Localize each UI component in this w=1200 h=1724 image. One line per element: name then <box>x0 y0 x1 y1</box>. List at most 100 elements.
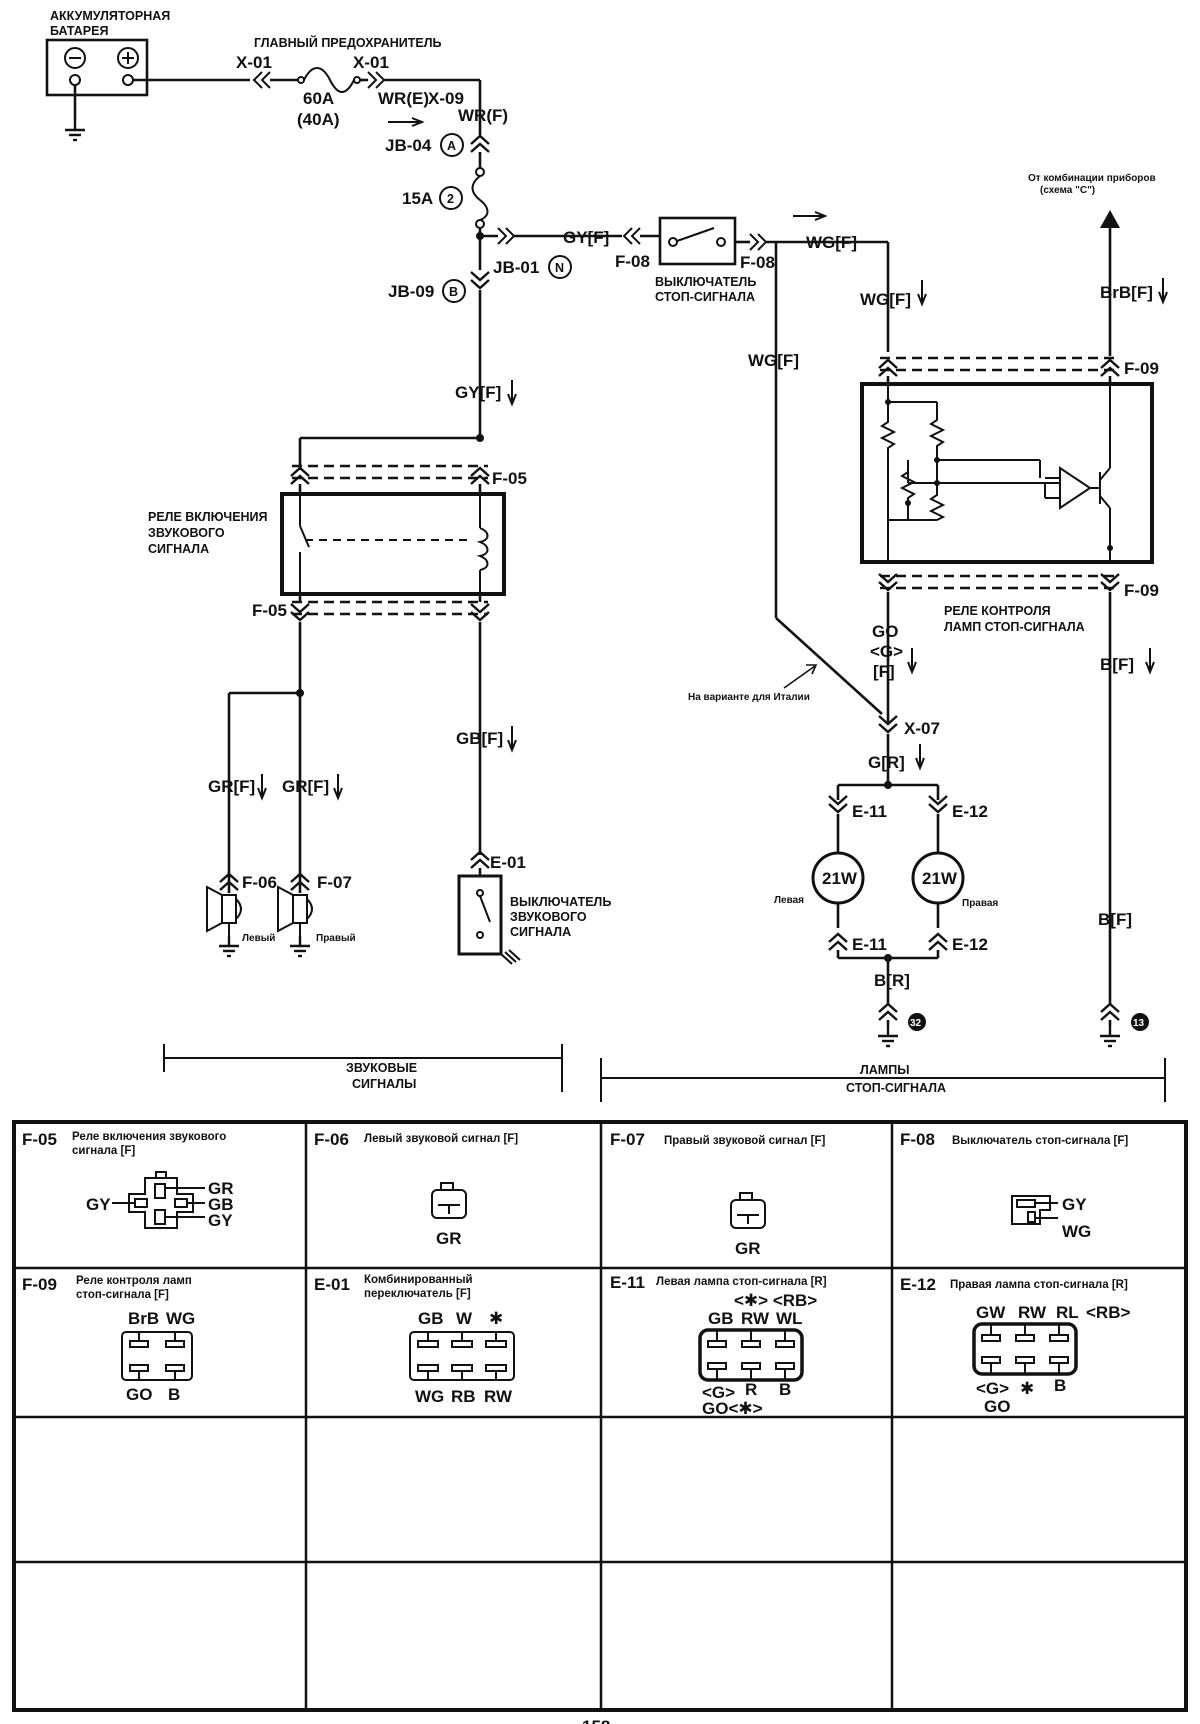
jb04-circle-label: A <box>447 139 456 153</box>
stop-switch-label-2: СТОП-СИГНАЛА <box>655 290 755 304</box>
wire-gy-f-top-label: GY[F] <box>563 228 609 247</box>
horn-left-label: Левый <box>242 933 275 944</box>
connector-f05-title-2: сигнала [F] <box>72 1145 135 1157</box>
connector-e01-pin-gb: GB <box>418 1309 444 1328</box>
left-stop-lamp-icon: 21W <box>811 851 865 905</box>
x01-right-label: X-01 <box>353 53 389 72</box>
jb01-circle-label: N <box>555 261 564 275</box>
connector-e11-pin-rw: RW <box>741 1309 770 1328</box>
connector-e11-pin-gb: GB <box>708 1309 734 1328</box>
connector-f06-pin-gr: GR <box>436 1229 462 1248</box>
connector-e12-pin-g: <G> <box>976 1379 1009 1398</box>
wire-wg-f-top-label: WG[F] <box>806 233 857 252</box>
e11-top-label: E-11 <box>852 802 887 821</box>
connector-e11-pin-r: R <box>745 1380 757 1399</box>
battery-label-2: БАТАРЕЯ <box>50 24 108 38</box>
lamps-ground-icon <box>876 1024 900 1048</box>
connector-e12-title: Правая лампа стоп-сигнала [R] <box>950 1279 1128 1291</box>
connector-f09-code: F-09 <box>22 1275 57 1294</box>
f05-bottom-label: F-05 <box>252 601 287 620</box>
wire-brb-f-label: BrB[F] <box>1100 283 1153 302</box>
fuse-60a-label: 60A <box>303 89 334 108</box>
e12-top-label: E-12 <box>952 802 988 821</box>
connector-e11-pin-g: <G> <box>702 1383 735 1402</box>
jb01-label: JB-01 <box>493 258 539 277</box>
battery-ground-icon <box>63 118 87 142</box>
current-arrow-right-icon-2 <box>793 211 828 221</box>
horn-relay-label-3: СИГНАЛА <box>148 542 209 556</box>
connector-e01-pin-w: W <box>456 1309 473 1328</box>
connector-cell-e01: E-01 Комбинированный переключатель [F] G… <box>314 1274 515 1406</box>
f06-label: F-06 <box>242 873 277 892</box>
connector-f05-title-1: Реле включения звукового <box>72 1131 226 1143</box>
horn-switch-label-3: СИГНАЛА <box>510 925 571 939</box>
connector-f07-code: F-07 <box>610 1130 645 1149</box>
e11-bottom-label: E-11 <box>852 935 887 954</box>
lamp-left-label: 21W <box>822 869 858 888</box>
connector-e11-pin-b: B <box>779 1380 791 1399</box>
stop-relay-label-1: РЕЛЕ КОНТРОЛЯ <box>944 604 1051 618</box>
connector-f09-pin-b: B <box>168 1385 180 1404</box>
connector-e11-title: Левая лампа стоп-сигнала [R] <box>656 1276 827 1288</box>
horn-right-label: Правый <box>316 933 356 944</box>
f-label: [F] <box>873 662 895 681</box>
wire-g-r-label: G[R] <box>868 753 905 772</box>
f08-right-label: F-08 <box>740 253 775 272</box>
battery-label-1: АККУМУЛЯТОРНАЯ <box>50 9 170 23</box>
lamp-right-label: 21W <box>922 869 958 888</box>
from-cluster-label-1: От комбинации приборов <box>1028 172 1156 184</box>
connector-f05-pin-gy-left: GY <box>86 1195 111 1214</box>
stop-relay-label-2: ЛАМП СТОП-СИГНАЛА <box>944 620 1085 634</box>
connector-e11-code: E-11 <box>610 1273 645 1292</box>
wire-b-f-lower-label: B[F] <box>1098 910 1132 929</box>
cluster-up-arrow-icon <box>1100 210 1120 228</box>
connector-f09-pin-wg: WG <box>166 1309 195 1328</box>
main-fuse-label: ГЛАВНЫЙ ПРЕДОХРАНИТЕЛЬ <box>254 35 441 50</box>
section-stop-label-1: ЛАМПЫ <box>860 1063 909 1077</box>
current-arrow-right-icon <box>388 117 425 127</box>
connector-f07-title: Правый звуковой сигнал [F] <box>664 1135 826 1147</box>
connector-f09-title-1: Реле контроля ламп <box>76 1275 192 1287</box>
connector-e12-pin-go: GO <box>984 1397 1010 1416</box>
italy-note: На варианте для Италии <box>688 692 810 703</box>
connector-e12-pin-b: B <box>1054 1376 1066 1395</box>
connector-cell-f08: F-08 Выключатель стоп-сигнала [F] GY WG <box>900 1130 1128 1241</box>
connector-e01-title-1: Комбинированный <box>364 1274 473 1286</box>
wire-wr-f-label: WR(F) <box>458 106 508 125</box>
connector-e01-title-2: переключатель [F] <box>364 1288 471 1300</box>
wire-gr-f-left-label: GR[F] <box>208 777 255 796</box>
page-number: 158 <box>582 1717 610 1724</box>
wire-b-r-label: B[R] <box>874 971 910 990</box>
go-label: GO <box>872 622 898 641</box>
jb09-circle-label: B <box>449 285 458 299</box>
wire-b-f-upper-label: B[F] <box>1100 655 1134 674</box>
connector-f05-pin-gy-right: GY <box>208 1211 233 1230</box>
jb04-label: JB-04 <box>385 136 432 155</box>
connector-cell-e12: E-12 Правая лампа стоп-сигнала [R] GW RW… <box>900 1275 1130 1416</box>
g-label: <G> <box>870 642 903 661</box>
f09-bottom-label: F-09 <box>1124 581 1159 600</box>
connector-f09-pin-brb: BrB <box>128 1309 159 1328</box>
jb09-label: JB-09 <box>388 282 434 301</box>
e12-bottom-label: E-12 <box>952 935 988 954</box>
horn-switch <box>457 874 521 965</box>
main-fuse-icon <box>303 67 355 93</box>
connector-e11-pin-top-extra: <✱> <RB> <box>734 1291 817 1310</box>
connector-cell-e11: E-11 Левая лампа стоп-сигнала [R] <✱> <R… <box>610 1273 827 1418</box>
wire-wg-f-down-label: WG[F] <box>860 290 911 309</box>
ground-32-label: 32 <box>910 1018 922 1029</box>
connector-f09-pin-go: GO <box>126 1385 152 1404</box>
lamp-right-side-label: Правая <box>962 898 998 909</box>
f08-left-label: F-08 <box>615 252 650 271</box>
right-stop-lamp-icon: 21W <box>911 851 965 905</box>
horn-relay-label-2: ЗВУКОВОГО <box>148 526 225 540</box>
f09-top-label: F-09 <box>1124 359 1159 378</box>
f05-top-label: F-05 <box>492 469 527 488</box>
horn-relay <box>280 492 506 596</box>
connector-e12-pin-gw: GW <box>976 1303 1006 1322</box>
ground-13-label: 13 <box>1133 1018 1145 1029</box>
from-cluster-label-2: (схема "C") <box>1040 185 1095 196</box>
connector-e12-pin-rw: RW <box>1018 1303 1047 1322</box>
connector-e11-pin-wl: WL <box>776 1309 802 1328</box>
